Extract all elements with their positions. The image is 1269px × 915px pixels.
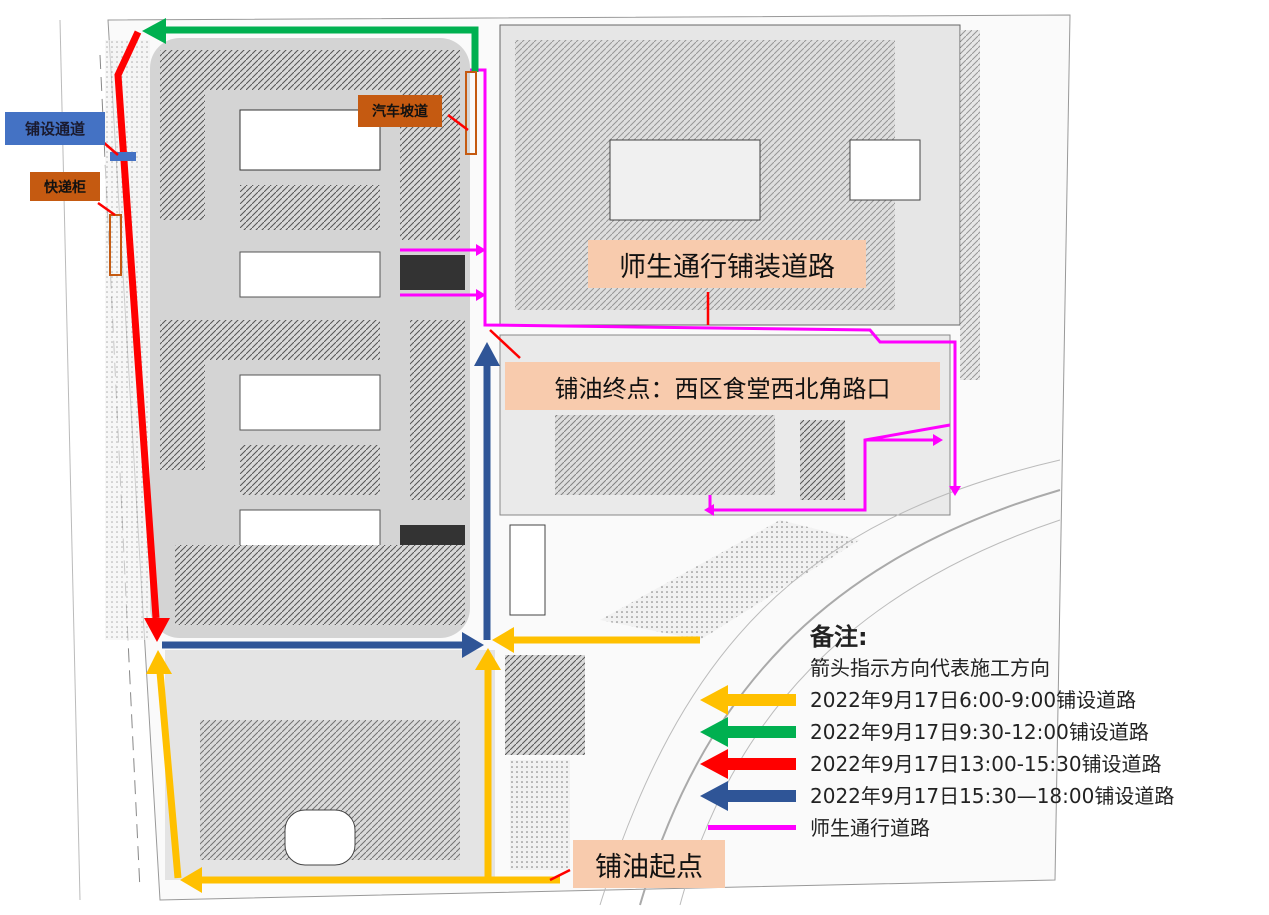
legend-item: 2022年9月17日15:30—18:00铺设道路 [700, 780, 1175, 812]
legend-arrow-icon [700, 749, 796, 779]
start-point-label: 铺油起点 [573, 840, 725, 888]
route-blue [162, 342, 500, 658]
legend-item-label: 2022年9月17日9:30-12:00铺设道路 [810, 720, 1149, 744]
legend-arrow-icon [700, 781, 796, 811]
callouts [94, 71, 710, 882]
pedestrian-arrowheads [476, 244, 961, 516]
legend-item: 师生通行道路 [708, 812, 1174, 844]
legend: 备注: 箭头指示方向代表施工方向 2022年9月17日6:00-9:00铺设道路… [700, 622, 1175, 844]
legend-item: 2022年9月17日9:30-12:00铺设道路 [700, 716, 1174, 748]
paving-channel-label: 铺设通道 [5, 112, 105, 145]
route-red [114, 30, 170, 642]
legend-item-label: 2022年9月17日15:30—18:00铺设道路 [810, 784, 1175, 808]
legend-arrow-icon [700, 717, 796, 747]
legend-note: 箭头指示方向代表施工方向 [810, 656, 1050, 680]
route-yellow [146, 627, 700, 893]
legend-item: 2022年9月17日13:00-15:30铺设道路 [700, 748, 1174, 780]
car-ramp-label: 汽车坡道 [358, 95, 442, 127]
legend-item-label: 师生通行道路 [810, 816, 930, 840]
route-green [142, 18, 479, 72]
legend-line-icon [708, 825, 796, 830]
legend-arrow-icon [700, 685, 796, 715]
pedestrian-road-label: 师生通行铺装道路 [588, 240, 866, 288]
legend-item: 2022年9月17日6:00-9:00铺设道路 [700, 684, 1174, 716]
pedestrian-route [400, 68, 957, 512]
legend-title: 备注: [810, 623, 868, 651]
parcel-locker-label: 快递柜 [30, 172, 100, 201]
legend-item-label: 2022年9月17日13:00-15:30铺设道路 [810, 752, 1162, 776]
legend-item-label: 2022年9月17日6:00-9:00铺设道路 [810, 688, 1137, 712]
end-point-label: 铺油终点：西区食堂西北角路口 [505, 362, 940, 410]
